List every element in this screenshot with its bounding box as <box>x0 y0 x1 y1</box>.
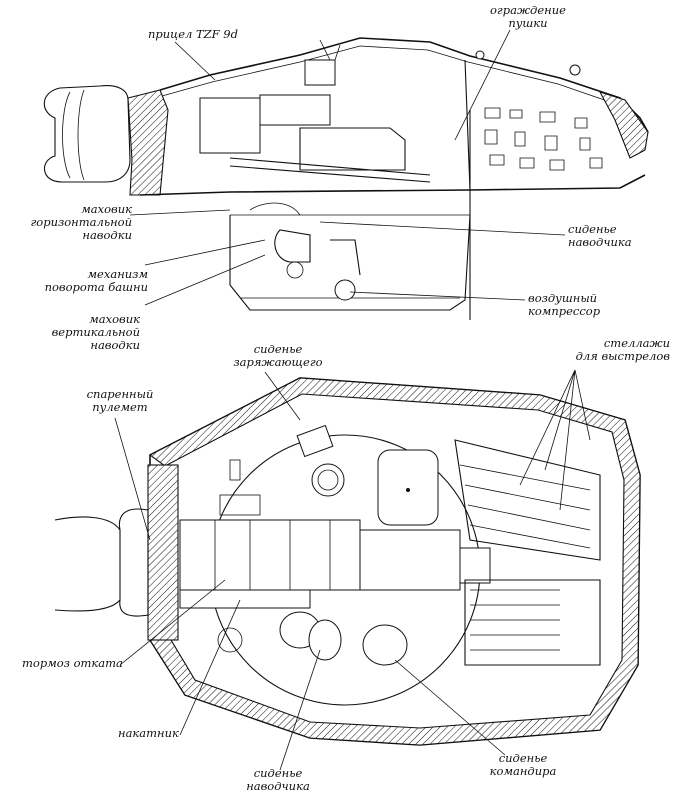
label-commander-seat: сиденье командира <box>489 751 557 778</box>
turret-front-armor-side <box>127 89 169 196</box>
label-air-compressor: воздушный компрессор <box>528 291 601 318</box>
label-gunner-seat-bottom: сиденье наводчика <box>246 766 310 793</box>
label-recoil-brake: тормоз отката <box>22 656 123 670</box>
label-sight-tzf9d: прицел TZF 9d <box>148 27 238 41</box>
leader-lines <box>114 29 591 771</box>
label-coaxial-mg: спаренный пулемет <box>86 387 154 414</box>
label-gunner-seat-top: сиденье наводчика <box>568 222 632 249</box>
gun-mantlet-plan <box>118 508 149 617</box>
turret-basket-side <box>229 214 471 311</box>
label-gun-guard: ограждение пушки <box>490 3 566 30</box>
label-traverse-handwheel: маховик горизонтальной наводки <box>30 202 132 242</box>
plan-view <box>54 377 641 746</box>
label-ammo-racks: стеллажи для выстрелов <box>575 336 670 363</box>
label-turret-traverse-mechanism: механизм поворота башни <box>44 267 148 294</box>
gun-mantlet-side <box>43 85 131 183</box>
label-loader-seat: сиденье заряжающего <box>233 342 323 369</box>
label-recuperator: накатник <box>118 726 179 740</box>
side-elevation-view <box>43 37 649 320</box>
label-elevation-handwheel: маховик вертикальной наводки <box>51 312 140 352</box>
